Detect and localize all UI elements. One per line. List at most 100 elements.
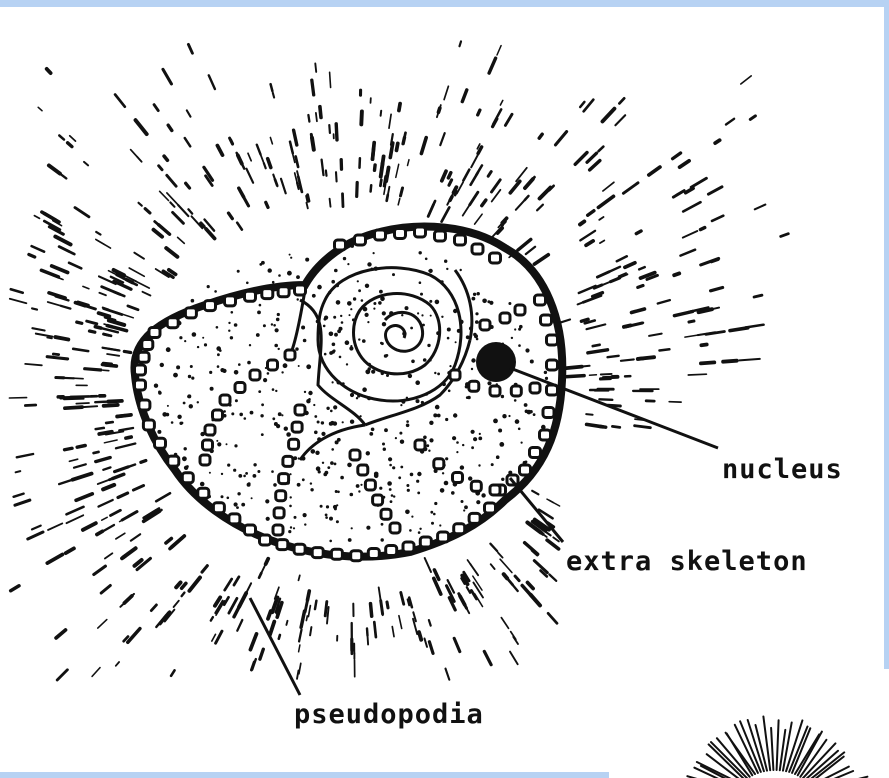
stipple-dot — [455, 341, 457, 343]
skeleton-bead — [205, 301, 216, 311]
skeleton-bead — [500, 313, 510, 323]
pseudopodium-streak — [308, 195, 309, 201]
pseudopodium-streak — [611, 278, 620, 282]
pseudopodium-streak — [683, 231, 698, 238]
pseudopodium-streak — [399, 616, 402, 629]
partial-specimen-corner — [676, 717, 868, 778]
pseudopodium-streak — [701, 362, 714, 363]
stipple-dot — [428, 450, 430, 452]
pseudopodium-streak — [98, 525, 114, 534]
stipple-dot — [217, 365, 220, 368]
pseudopodium-streak — [41, 270, 58, 277]
pseudopodium-streak — [371, 604, 372, 617]
pseudopodium-streak — [297, 183, 299, 189]
pseudopodium-streak — [587, 153, 597, 162]
pseudopodium-streak — [299, 645, 300, 652]
stipple-dot — [433, 513, 436, 516]
pseudopodium-streak — [325, 602, 327, 616]
pseudopodium-streak — [166, 539, 172, 544]
stipple-dot — [314, 415, 317, 418]
pseudopodium-streak — [29, 255, 35, 258]
pseudopodium-streak — [601, 374, 612, 375]
skeleton-bead — [213, 503, 224, 513]
stipple-dot — [157, 430, 161, 434]
stipple-dot — [158, 391, 162, 395]
pseudopodium-streak — [101, 586, 110, 594]
pseudopodium-streak — [442, 171, 446, 181]
stipple-dot — [308, 391, 312, 395]
pseudopodium-streak — [497, 46, 501, 55]
stipple-dot — [366, 451, 370, 455]
stipple-dot — [277, 313, 280, 316]
stipple-dot — [378, 301, 382, 305]
skeleton-bead — [520, 465, 531, 475]
stipple-dot — [275, 328, 279, 332]
stipple-dot — [324, 353, 327, 356]
pseudopodium-streak — [116, 662, 119, 666]
stipple-dot — [276, 318, 280, 322]
stipple-dot — [298, 365, 300, 367]
skeleton-bead — [168, 456, 179, 466]
stipple-dot — [278, 274, 281, 277]
pseudopodium-streak — [449, 180, 452, 185]
pseudopodium-streak — [14, 494, 24, 497]
stipple-dot — [261, 403, 264, 406]
pseudopodium-streak — [185, 138, 190, 146]
pseudopodium-streak — [299, 663, 301, 674]
stipple-dot — [429, 421, 433, 425]
stipple-dot — [314, 431, 318, 435]
pseudopodium-streak — [209, 75, 215, 89]
pseudopodium-streak — [619, 98, 624, 103]
stipple-dot — [260, 414, 263, 417]
pseudopodium-streak — [688, 374, 706, 375]
skeleton-bead — [200, 455, 210, 465]
stipple-dot — [384, 428, 388, 432]
pseudopodium-streak — [516, 168, 527, 182]
stipple-dot — [447, 337, 450, 340]
pseudopodium-streak — [490, 544, 497, 551]
pseudopodium-streak — [754, 295, 762, 297]
pseudopodium-streak — [392, 627, 394, 637]
pseudopodium-streak — [310, 627, 311, 635]
stipple-dot — [388, 457, 392, 461]
stipple-dot — [508, 415, 510, 417]
skeleton-bead — [454, 524, 465, 534]
stipple-dot — [303, 339, 307, 343]
pseudopodium-streak — [106, 422, 113, 423]
stipple-dot — [228, 330, 230, 332]
pseudopodium-streak — [84, 162, 88, 166]
skeleton-bead — [142, 340, 153, 350]
stipple-dot — [400, 404, 402, 406]
skeleton-bead — [225, 296, 236, 306]
stipple-dot — [278, 348, 280, 350]
pseudopodium-streak — [65, 448, 73, 450]
stipple-dot — [284, 427, 288, 431]
pseudopodium-streak — [68, 143, 72, 147]
pseudopodium-streak — [708, 187, 722, 194]
skeleton-bead — [540, 430, 551, 440]
stipple-dot — [383, 448, 386, 451]
stipple-dot — [379, 290, 383, 294]
stipple-dot — [326, 407, 329, 410]
pseudopodium-streak — [500, 559, 512, 572]
stipple-dot — [296, 275, 300, 279]
pseudopodium-streak — [268, 611, 271, 619]
skeleton-bead — [420, 537, 431, 547]
stipple-dot — [216, 326, 219, 329]
pseudopodium-streak — [501, 618, 508, 629]
pseudopodium-streak — [673, 153, 681, 159]
stipple-dot — [287, 271, 292, 276]
central-spiral — [318, 268, 461, 401]
stipple-dot — [511, 337, 513, 339]
stipple-dot — [257, 311, 261, 315]
stipple-dot — [545, 377, 548, 380]
stipple-dot — [189, 404, 193, 408]
stipple-dot — [429, 438, 433, 442]
stipple-dot — [427, 344, 430, 347]
stipple-dot — [472, 297, 476, 301]
stipple-dot — [171, 421, 174, 424]
pseudopodium-streak — [273, 93, 274, 98]
pseudopodium-streak — [493, 109, 501, 124]
pseudopodium-streak — [239, 593, 246, 607]
stipple-dot — [302, 478, 305, 481]
